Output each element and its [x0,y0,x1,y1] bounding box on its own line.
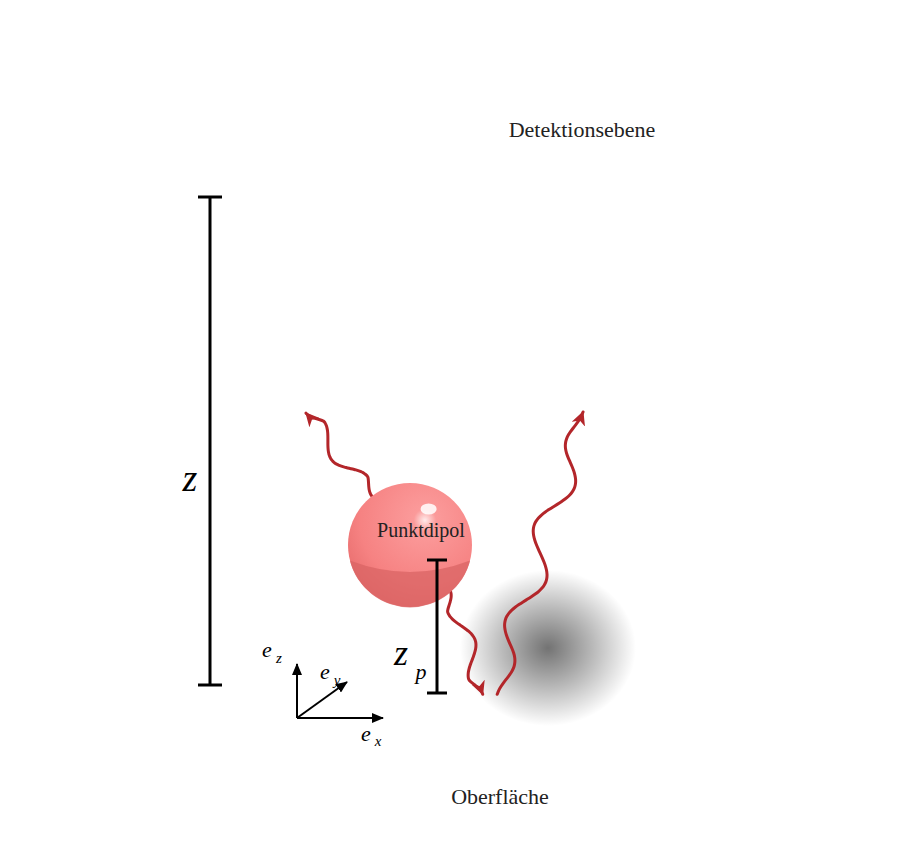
axis-label: e [320,661,330,683]
point-dipole: Punktdipol [348,483,472,607]
axis-label: e [262,639,272,661]
height-label: z [183,459,198,497]
coordinate-axes [297,664,383,718]
label-holder: z [183,459,198,497]
node-label: Oberfläche [451,786,549,808]
detection-plane: Detektionsebene [10,0,904,411]
label-holder: e [320,661,330,683]
height-bar [198,197,222,685]
node-label: Punktdipol [377,520,465,540]
label-holder: e [361,723,371,745]
light-wave [448,592,483,695]
light-wave [306,413,372,496]
dipole-shadow [460,570,636,726]
label-holder: x [375,732,382,750]
dipole-height-label: z [394,635,408,671]
light-wave [497,412,583,694]
dipole-height-bar [427,560,447,693]
subscript-label: x [375,734,382,749]
label-holder: e [262,639,272,661]
subscript-label: y [334,673,341,688]
detection-shape [10,0,904,411]
label-holder: z [276,649,282,667]
axis-label: e [361,723,371,745]
surface-plane: Oberfläche [0,437,904,852]
label-holder: p [416,661,427,683]
label-holder: z [394,635,408,671]
sphere-shape [348,483,472,607]
node-label: Detektionsebene [509,119,656,141]
subscript-label: z [276,651,282,666]
label-holder: y [334,671,341,689]
subscript-label: p [416,661,427,683]
